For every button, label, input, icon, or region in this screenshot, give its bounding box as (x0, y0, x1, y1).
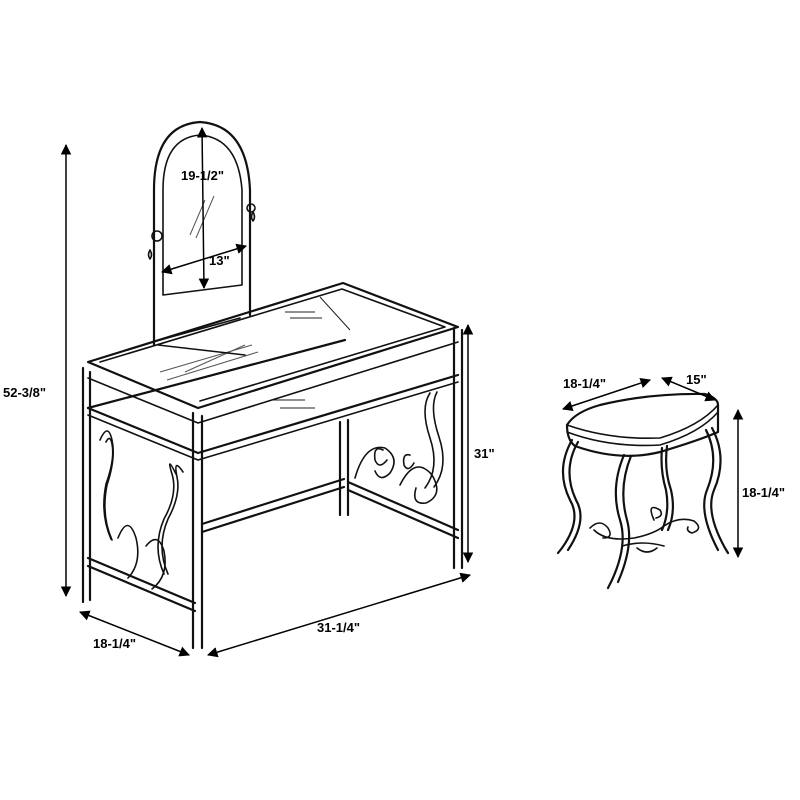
label-stool-height: 18-1/4" (742, 485, 785, 500)
label-vanity-width: 31-1/4" (317, 620, 360, 635)
label-vanity-depth: 18-1/4" (93, 636, 136, 651)
label-mirror-width: 13" (209, 253, 230, 268)
stool-legs (556, 426, 730, 590)
stool-scroll-stretchers (589, 506, 700, 553)
label-mirror-height: 19-1/2" (181, 168, 224, 183)
label-stool-width: 18-1/4" (563, 376, 606, 391)
stool-seat-cushion (565, 392, 720, 457)
vanity-top (86, 281, 460, 424)
dimension-labels: 52-3/8" 19-1/2" 13" 31" 18-1/4" 31-1/4" … (3, 168, 785, 651)
vanity-bottom-rails (86, 477, 460, 613)
vanity-scroll-decoration-left (99, 430, 184, 590)
vanity-scroll-decoration-right (354, 391, 444, 505)
label-stool-depth: 15" (686, 372, 707, 387)
label-vanity-total-height: 52-3/8" (3, 385, 46, 400)
vanity-legs (81, 326, 464, 650)
vanity-table (81, 120, 464, 650)
vanity-shelf (86, 338, 460, 461)
vanity-stool (556, 392, 730, 590)
label-vanity-height: 31" (474, 446, 495, 461)
dimension-arrows (60, 126, 744, 658)
